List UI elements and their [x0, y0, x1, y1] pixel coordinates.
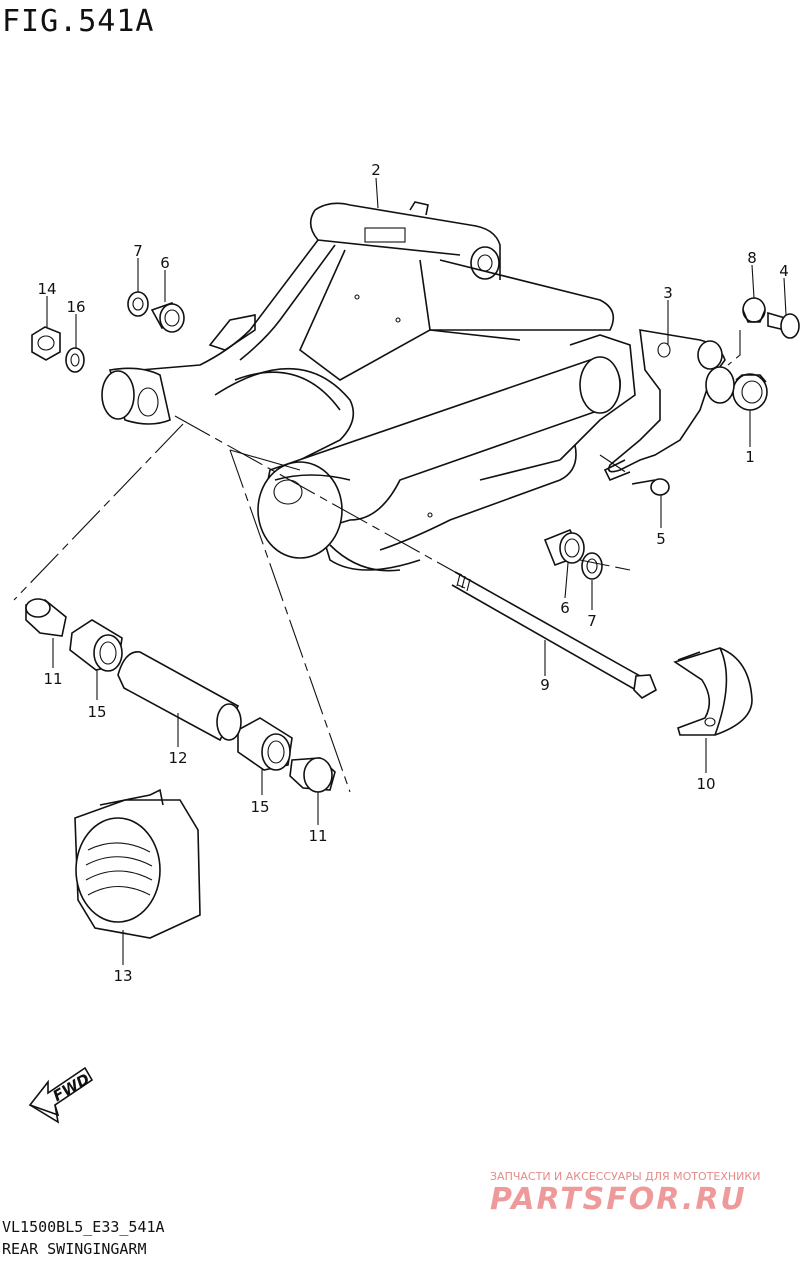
part-3-bracket — [603, 329, 735, 482]
part-5-screw — [631, 478, 670, 496]
callout-7-upper: 7 — [133, 242, 143, 260]
callout-13: 13 — [113, 967, 132, 985]
part-13-boot — [74, 788, 201, 939]
callout-2: 2 — [371, 161, 381, 179]
callout-14: 14 — [37, 280, 56, 298]
part-12-spacer — [117, 651, 242, 742]
part-1-cap-nut — [732, 373, 768, 411]
part-15-bearing-right — [237, 717, 293, 771]
callout-15-left: 15 — [87, 703, 106, 721]
part-9-pivot-shaft — [451, 571, 658, 699]
callout-6-upper: 6 — [160, 254, 170, 272]
figure-title: FIG.541A — [2, 4, 155, 39]
part-7-washer-upper — [127, 291, 149, 317]
callout-3: 3 — [663, 284, 673, 302]
callout-11-left: 11 — [43, 670, 62, 688]
callout-4: 4 — [779, 262, 789, 280]
callout-10: 10 — [696, 775, 715, 793]
callout-leaders — [46, 177, 787, 965]
part-6-bearing-upper — [150, 302, 185, 333]
callout-5: 5 — [656, 530, 666, 548]
part-14-nut — [31, 326, 61, 361]
callout-7-lower: 7 — [587, 612, 597, 630]
callout-15-right: 15 — [250, 798, 269, 816]
callout-6-lower: 6 — [560, 599, 570, 617]
model-code: VL1500BL5_E33_541A — [2, 1218, 165, 1236]
callout-11-right: 11 — [308, 827, 327, 845]
watermark-logo: PARTSFOR.RU — [490, 1182, 747, 1217]
part-8-collar — [742, 297, 766, 323]
figure-name: REAR SWINGINGARM — [2, 1240, 147, 1258]
part-4-bolt — [767, 311, 800, 339]
part-15-bearing-left — [69, 619, 123, 672]
callout-1: 1 — [745, 448, 755, 466]
part-6-bearing-lower — [543, 528, 585, 567]
fwd-arrow-icon: FWD — [28, 1066, 94, 1124]
part-11-collar-left — [25, 598, 67, 637]
swingarm-frame — [101, 201, 636, 572]
fwd-label: FWD — [50, 1070, 93, 1105]
part-16-washer — [65, 347, 85, 373]
callout-12: 12 — [168, 749, 187, 767]
callout-labels: 2 7 6 14 16 3 8 4 1 5 6 7 9 10 11 15 12 … — [37, 161, 788, 985]
callout-8: 8 — [747, 249, 757, 267]
reference-lines — [13, 330, 741, 793]
part-10-cover — [673, 647, 753, 736]
callout-16: 16 — [66, 298, 85, 316]
watermark-tagline: ЗАПЧАСТИ И АКСЕССУАРЫ ДЛЯ МОТОТЕХНИКИ — [490, 1170, 761, 1183]
callout-9: 9 — [540, 676, 550, 694]
part-11-collar-right — [289, 757, 336, 793]
part-7-washer-lower — [581, 552, 603, 580]
